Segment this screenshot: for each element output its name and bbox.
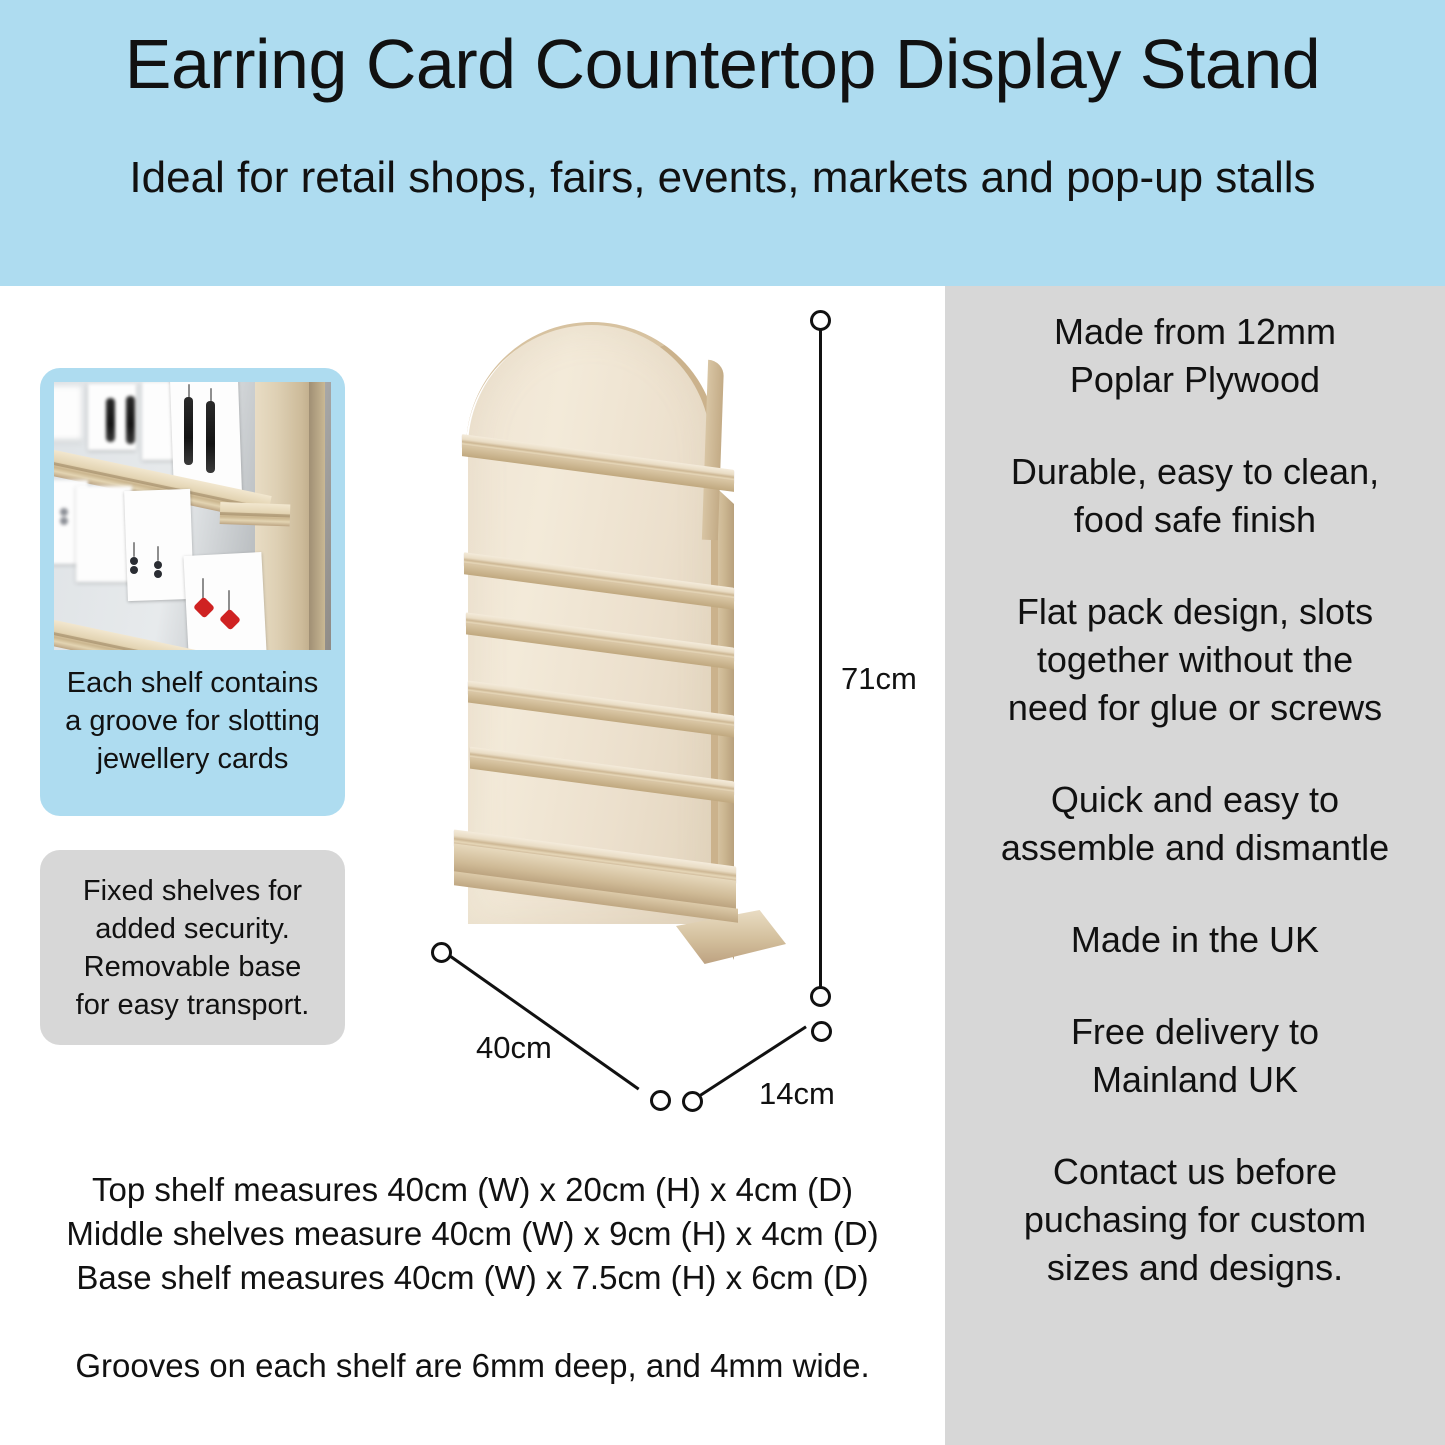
- feature-custom-line-3: sizes and designs.: [1046, 1247, 1344, 1288]
- feature-assembly: Quick and easy to assemble and dismantle: [963, 776, 1427, 872]
- feature-custom-orders: Contact us before puchasing for custom s…: [963, 1148, 1427, 1292]
- feature-material: Made from 12mm Poplar Plywood: [963, 308, 1427, 404]
- note-line-3: Removable base: [83, 950, 302, 983]
- feature-custom-line-1: Contact us before: [1052, 1151, 1338, 1192]
- shelf-groove-photo: [54, 382, 331, 650]
- feature-material-line-2: Poplar Plywood: [1069, 359, 1321, 400]
- photo-scene: [54, 382, 331, 650]
- feature-delivery-line-1: Free delivery to: [1070, 1011, 1320, 1052]
- spec-line-base-shelf: Base shelf measures 40cm (W) x 7.5cm (H)…: [76, 1259, 869, 1296]
- photo-stand-side-edge: [309, 382, 325, 650]
- feature-flat-pack-line-1: Flat pack design, slots: [1016, 591, 1374, 632]
- feature-assembly-line-1: Quick and easy to: [1050, 779, 1340, 820]
- specifications-block: Top shelf measures 40cm (W) x 20cm (H) x…: [0, 1168, 945, 1388]
- feature-custom-line-2: puchasing for custom: [1023, 1199, 1367, 1240]
- feature-origin-line-1: Made in the UK: [1070, 919, 1320, 960]
- page-title: Earring Card Countertop Display Stand: [124, 25, 1321, 103]
- note-line-1: Fixed shelves for: [82, 874, 303, 907]
- photo-shelf-end-block: [219, 502, 291, 527]
- feature-flat-pack: Flat pack design, slots together without…: [963, 588, 1427, 732]
- dimension-line-height: [819, 318, 822, 996]
- photo-caption: Each shelf contains a groove for slottin…: [48, 664, 337, 778]
- spec-spacer: [0, 1300, 945, 1344]
- note-line-2: added security.: [95, 912, 290, 945]
- feature-flat-pack-line-3: need for glue or screws: [1007, 687, 1383, 728]
- photo-card-lower-b: [76, 486, 132, 582]
- dimension-node-width-start: [431, 942, 452, 963]
- photo-callout-card: Each shelf contains a groove for slottin…: [40, 368, 345, 816]
- feature-delivery-line-2: Mainland UK: [1091, 1059, 1299, 1100]
- photo-card-blur-a: [54, 386, 82, 440]
- feature-assembly-line-2: assemble and dismantle: [1000, 827, 1390, 868]
- dimension-node-depth-start: [682, 1091, 703, 1112]
- feature-finish: Durable, easy to clean, food safe finish: [963, 448, 1427, 544]
- feature-finish-line-1: Durable, easy to clean,: [1010, 451, 1380, 492]
- photo-caption-line-3: jewellery cards: [96, 743, 289, 775]
- note-line-4: for easy transport.: [75, 988, 310, 1021]
- spec-line-middle-shelves: Middle shelves measure 40cm (W) x 9cm (H…: [66, 1215, 879, 1252]
- dimension-label-height: 71cm: [841, 661, 917, 696]
- dimension-label-depth: 14cm: [759, 1076, 835, 1111]
- product-illustration: [440, 300, 810, 1020]
- dimension-node-width-end: [650, 1090, 671, 1111]
- dimension-node-height-top: [810, 310, 831, 331]
- dimension-node-height-bottom: [810, 986, 831, 1007]
- dimension-node-depth-end: [811, 1021, 832, 1042]
- security-note-text: Fixed shelves for added security. Remova…: [66, 872, 320, 1024]
- photo-caption-line-2: a groove for slotting: [65, 705, 320, 737]
- dimension-label-width: 40cm: [476, 1030, 552, 1065]
- feature-origin: Made in the UK: [963, 916, 1427, 964]
- security-note-card: Fixed shelves for added security. Remova…: [40, 850, 345, 1045]
- feature-delivery: Free delivery to Mainland UK: [963, 1008, 1427, 1104]
- photo-card-lower-d: [183, 552, 267, 650]
- feature-material-line-1: Made from 12mm: [1053, 311, 1337, 352]
- feature-flat-pack-line-2: together without the: [1036, 639, 1354, 680]
- header-banner: Earring Card Countertop Display Stand Id…: [0, 0, 1445, 286]
- page-subtitle: Ideal for retail shops, fairs, events, m…: [129, 153, 1316, 202]
- feature-finish-line-2: food safe finish: [1073, 499, 1317, 540]
- photo-caption-line-1: Each shelf contains: [66, 667, 319, 699]
- features-panel: Made from 12mm Poplar Plywood Durable, e…: [945, 286, 1445, 1445]
- spec-line-grooves: Grooves on each shelf are 6mm deep, and …: [75, 1347, 870, 1384]
- spec-line-top-shelf: Top shelf measures 40cm (W) x 20cm (H) x…: [92, 1171, 853, 1208]
